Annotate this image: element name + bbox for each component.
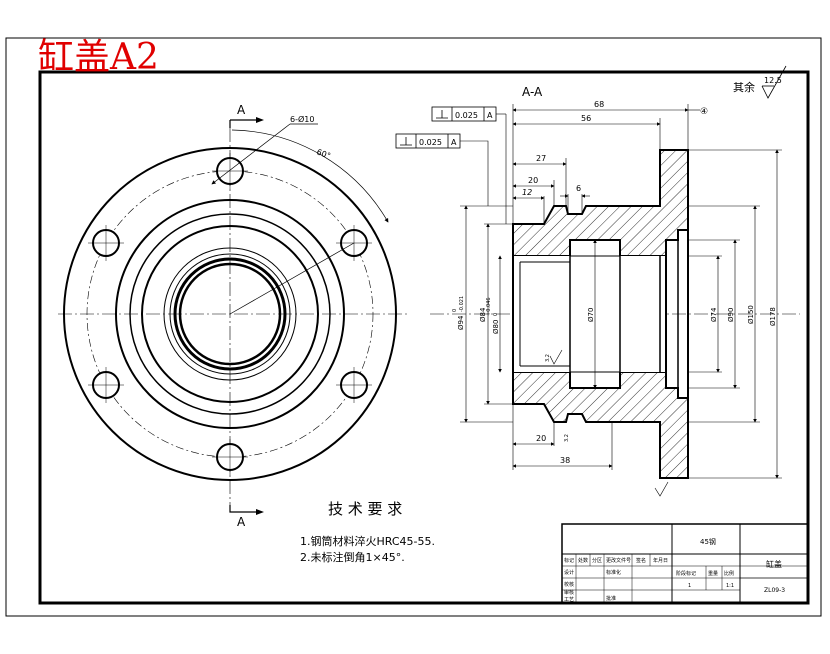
dia-150: Ø150 [747,305,755,324]
dim-38: 38 [560,456,570,465]
dia-178: Ø178 [769,307,777,326]
angle-label: 60° [315,147,331,160]
dia-90: Ø90 [727,308,735,322]
dia-94: Ø94 [457,315,465,330]
tb-std: 标准化 [606,569,621,576]
tech-line-1: 1.钢筒材料淬火HRC45-55. [300,534,435,548]
tb-stage: 阶段标记 [676,570,696,577]
section-mark-bottom: A [237,515,246,529]
roughness-inner: 3.2 [545,354,551,362]
tech-line-2: 2.未标注倒角1×45°. [300,550,405,564]
dim-12: 12 [522,188,532,197]
dia-80: Ø80 [492,320,500,334]
tb-row-check: 校核 [564,581,574,588]
perp-tolerance-2: 0.025 [419,138,442,147]
datum-symbol: ④ [700,107,708,117]
tb-approve: 批准 [606,595,616,602]
dim-27: 27 [536,154,546,163]
tb-row-design: 设计 [564,569,574,576]
roughness-note-prefix: 其余 [733,80,755,94]
roughness-inner-2: 3.2 [564,434,570,442]
tb-col-doc: 更改文件号 [606,557,631,564]
tb-quantity: 1 [688,583,691,589]
tb-ratio: 比例 [724,570,734,577]
tb-weight: 重量 [708,570,718,577]
section-upper-body [512,149,689,257]
dim-20-bottom: 20 [536,434,546,443]
title-block [561,523,809,604]
tol-94-upper: 0 [452,309,458,312]
tb-row-review: 审核 [564,589,574,596]
tol-94-lower: -0.021 [459,296,465,312]
tb-col-count: 处数 [578,557,588,564]
flange-outer-circle [63,147,397,481]
drawing-title-stamp: 缸盖A2 [38,37,159,78]
outer-frame [5,37,822,617]
dim-68: 68 [594,100,604,109]
perp-datum-1: A [487,111,493,120]
tol-80-upper: +0.046 [486,297,492,316]
tb-col-zone: 分区 [592,557,602,564]
perp-datum-2: A [451,138,457,147]
tb-part-name: 缸盖 [766,559,782,569]
tb-drawing-no: ZL09-3 [764,587,785,594]
dia-70: Ø70 [587,308,595,322]
section-view: A-A 其余 12.5 0.025 A 0.025 A ④ 68 56 27 2… [395,65,800,497]
tb-col-date: 年月日 [653,557,668,564]
dia-84: Ø84 [479,307,487,322]
section-lower-body [512,371,689,479]
roughness-value: 12.5 [764,76,782,85]
holes-label: 6-Ø10 [290,114,314,124]
dim-6: 6 [576,184,581,193]
dim-56: 56 [581,114,591,123]
tol-80-lower: 0 [493,313,499,316]
section-title: A-A [522,85,543,99]
dim-20-top: 20 [528,176,538,185]
tb-col-mark: 标记 [564,557,574,564]
perp-tolerance-1: 0.025 [455,111,478,120]
tb-material: 45钢 [700,537,716,546]
dia-74: Ø74 [710,307,718,322]
tb-col-sign: 签名 [636,557,646,564]
front-view: A A 6-Ø10 60° [58,103,408,529]
tech-requirements: 技 术 要 求 1.钢筒材料淬火HRC45-55. 2.未标注倒角1×45°. [300,500,435,564]
tb-row-process: 工艺 [564,597,574,603]
inner-frame [38,70,810,605]
tb-scale: 1:1 [726,583,734,589]
section-mark-top: A [237,103,246,117]
tech-heading: 技 术 要 求 [328,500,402,518]
